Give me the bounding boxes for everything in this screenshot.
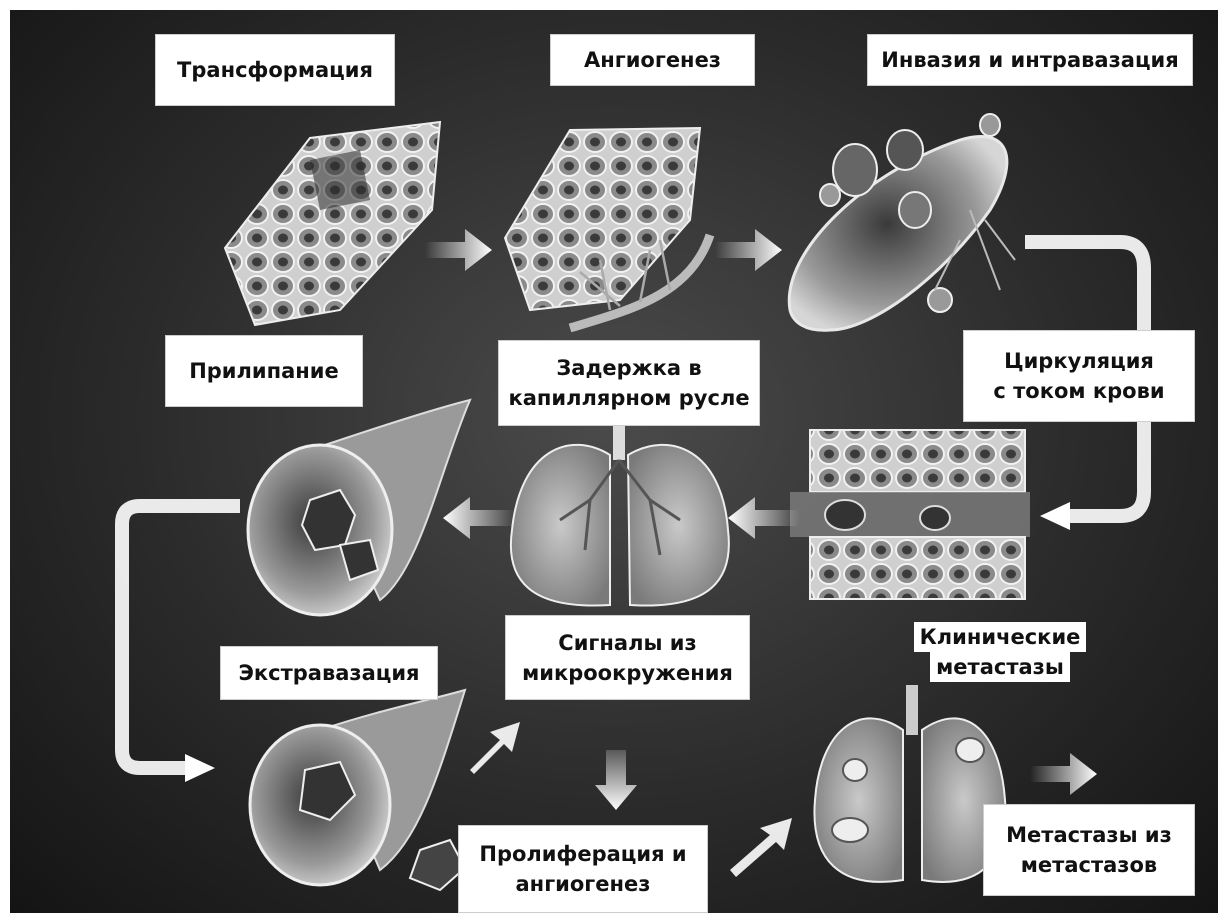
label-proliferation: Пролиферация и ангиогенез	[458, 825, 708, 913]
circulation-vessel-illustration	[790, 430, 1030, 599]
label-adhesion: Прилипание	[165, 335, 363, 407]
label-clinical-metastases: Клинические метастазы	[915, 620, 1085, 684]
lungs-metastases-illustration	[814, 685, 1005, 882]
tissue-angiogenesis-illustration	[505, 128, 710, 328]
metastasis-diagram: Трансформация Ангиогенез Инвазия и интра…	[10, 10, 1218, 913]
lungs-arrest-illustration	[511, 420, 729, 606]
label-invasion: Инвазия и интравазация	[867, 34, 1193, 86]
invasion-vessel-illustration	[789, 114, 1015, 330]
tissue-transformation-illustration	[225, 122, 440, 325]
vessel-adhesion-illustration	[248, 400, 470, 615]
label-extravasation: Экстравазация	[220, 646, 438, 700]
label-arrest: Задержка в капиллярном русле	[498, 340, 760, 426]
label-transformation: Трансформация	[155, 34, 395, 106]
label-angiogenesis: Ангиогенез	[550, 34, 755, 86]
label-signals: Сигналы из микроокружения	[505, 615, 750, 700]
label-metastases-of-metastases: Метастазы из метастазов	[983, 804, 1195, 896]
diagram-artwork	[10, 10, 1218, 913]
vessel-extravasation-illustration	[250, 690, 465, 890]
label-circulation: Циркуляция с током крови	[963, 330, 1195, 422]
